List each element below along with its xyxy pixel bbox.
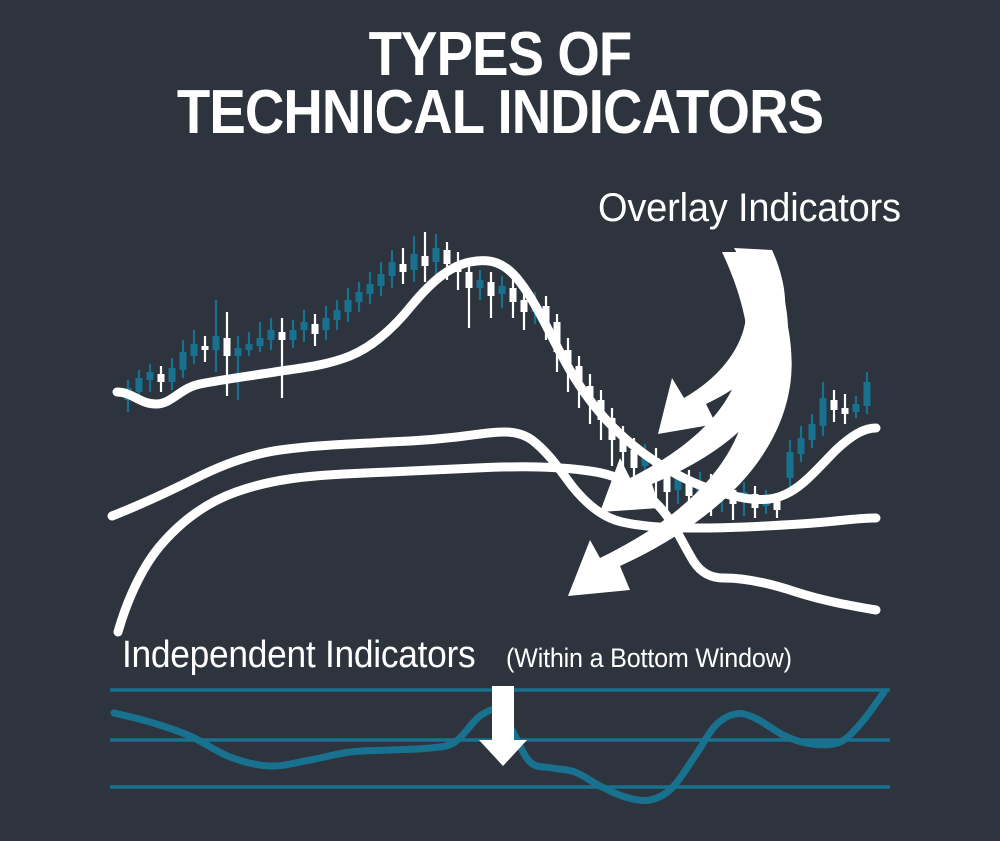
candle-body: [674, 478, 682, 490]
candle-body: [476, 280, 484, 288]
overlay-moving-average-curves: [107, 256, 881, 637]
candle-body: [366, 284, 374, 294]
candle-body: [520, 300, 528, 312]
candle-wick: [280, 318, 284, 398]
candle-body: [830, 400, 838, 410]
oscillator-curve: [110, 688, 888, 804]
candle-body: [685, 480, 693, 496]
candle-body: [663, 476, 671, 492]
candle-body: [278, 332, 286, 340]
candle-body: [333, 310, 341, 320]
candle-body: [234, 348, 242, 356]
candle-body: [201, 346, 209, 350]
candle-body: [863, 382, 871, 406]
independent-indicators-label: Independent Indicators (Within a Bottom W…: [122, 634, 813, 677]
candle-body: [146, 372, 154, 380]
candle-body: [421, 256, 429, 266]
candle-body: [179, 352, 187, 370]
independent-indicator-panel: [110, 686, 890, 804]
candle-body: [300, 322, 308, 330]
candle-body: [267, 330, 275, 340]
candle-wick: [258, 322, 262, 352]
candle-wick: [236, 336, 240, 400]
slow-moving-average-curve: [113, 462, 881, 637]
fast-moving-average-curve: [112, 256, 881, 505]
independent-indicators-main-text: Independent Indicators: [122, 634, 476, 676]
candle-body: [487, 282, 495, 296]
candle-body: [808, 424, 816, 440]
candle-body: [190, 344, 198, 356]
candle-body: [135, 378, 143, 392]
overlay-indicator-arrows: [568, 248, 792, 596]
candle-body: [786, 452, 794, 478]
candle-body: [797, 438, 805, 454]
candle-body: [355, 292, 363, 302]
candle-body: [388, 262, 396, 276]
candle-body: [399, 264, 407, 272]
candle-body: [641, 456, 649, 466]
candle-body: [322, 318, 330, 330]
candle-body: [256, 338, 264, 346]
medium-moving-average-curve: [107, 427, 881, 533]
candle-body: [443, 250, 451, 264]
independent-indicators-sub-text: (Within a Bottom Window): [506, 643, 792, 673]
candle-body: [212, 336, 220, 350]
candle-body: [311, 324, 319, 334]
candle-body: [289, 330, 297, 340]
candle-body: [245, 344, 253, 350]
overlay-arrow-3: [568, 252, 792, 596]
overlay-indicators-label: Overlay Indicators: [598, 186, 901, 230]
candle-body: [542, 306, 550, 324]
candle-body: [223, 338, 231, 356]
candle-body: [377, 274, 385, 286]
candle-body: [819, 398, 827, 426]
candle-body: [841, 408, 849, 414]
candle-body: [852, 404, 860, 412]
candle-body: [773, 500, 781, 510]
candle-body: [344, 300, 352, 312]
candle-body: [498, 286, 506, 294]
candle-body: [465, 272, 473, 288]
independent-down-arrow: [479, 686, 527, 766]
candle-body: [168, 368, 176, 382]
candle-body: [432, 248, 440, 262]
candle-wick: [467, 262, 471, 328]
candle-body: [630, 450, 638, 468]
candle-body: [157, 374, 165, 382]
candle-body: [410, 254, 418, 270]
candle-body: [509, 288, 517, 302]
candle-body: [619, 438, 627, 452]
